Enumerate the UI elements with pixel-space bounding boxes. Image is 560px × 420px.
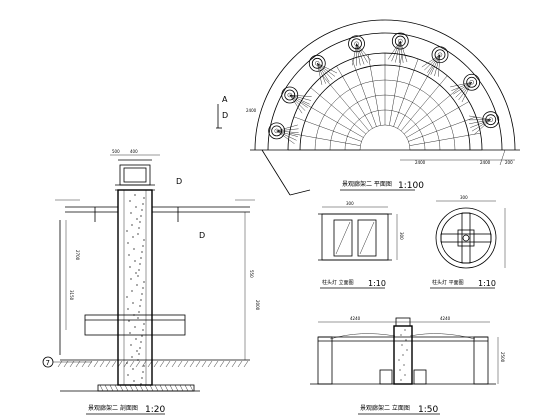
lamp-elev-dim-1: 300 <box>346 201 354 206</box>
lamp-elevation-view: 300 300 柱头灯 立面图 1:10 <box>318 201 404 289</box>
plan-dim-4: 200 <box>505 160 513 165</box>
section-scale: 1:20 <box>145 405 165 415</box>
section-dim-5: 3150 <box>69 290 74 301</box>
detail-callout: 7 <box>46 359 50 367</box>
section-mark-d1: D <box>176 177 182 186</box>
lamp-elev-dim-2: 300 <box>399 232 404 240</box>
plan-dim-3: 2400 <box>480 160 491 165</box>
lamp-plan-scale: 1:10 <box>478 279 496 288</box>
section-view: 500 400 550 2000 3150 2700 D D <box>42 149 260 415</box>
section-dim-6: 2700 <box>75 250 80 261</box>
plan-dim-1: 2400 <box>246 108 257 113</box>
plan-scale: 1:100 <box>398 181 424 191</box>
elev-dim-3: 2500 <box>500 352 505 363</box>
lamp-elev-title: 柱头灯 立面图 <box>322 279 354 286</box>
section-mark-a: A <box>222 95 228 104</box>
plan-view: 2400 2400 2400 200 A 景观廊架二 平面图 1:100 <box>216 19 520 196</box>
section-dim-4: 2000 <box>255 300 260 311</box>
section-title: 景观廊架二 剖面图 <box>88 404 138 412</box>
plan-title: 景观廊架二 平面图 <box>342 180 392 188</box>
plan-dim-2: 2400 <box>415 160 426 165</box>
lamp-plan-dim-1: 300 <box>460 195 468 200</box>
lamp-plan-title: 柱头灯 平面图 <box>432 279 464 286</box>
lamp-plan-view: 300 柱头灯 平面图 1:10 <box>430 195 506 289</box>
lamp-elev-scale: 1:10 <box>368 279 386 288</box>
section-dim-3: 550 <box>249 270 254 278</box>
elev-dim-2: 4240 <box>440 316 451 321</box>
section-dim-2: 400 <box>130 149 138 154</box>
elev-scale: 1:50 <box>418 405 438 415</box>
plan-mark-d: D <box>222 111 228 120</box>
elev-dim-1: 4240 <box>350 316 361 321</box>
section-dim-1: 500 <box>112 149 120 154</box>
elevation-view: 4240 4240 2500 D 景观廊架二 立面图 1:50 <box>222 111 505 415</box>
section-mark-d2: D <box>199 231 205 240</box>
elev-title: 景观廊架二 立面图 <box>360 404 410 412</box>
